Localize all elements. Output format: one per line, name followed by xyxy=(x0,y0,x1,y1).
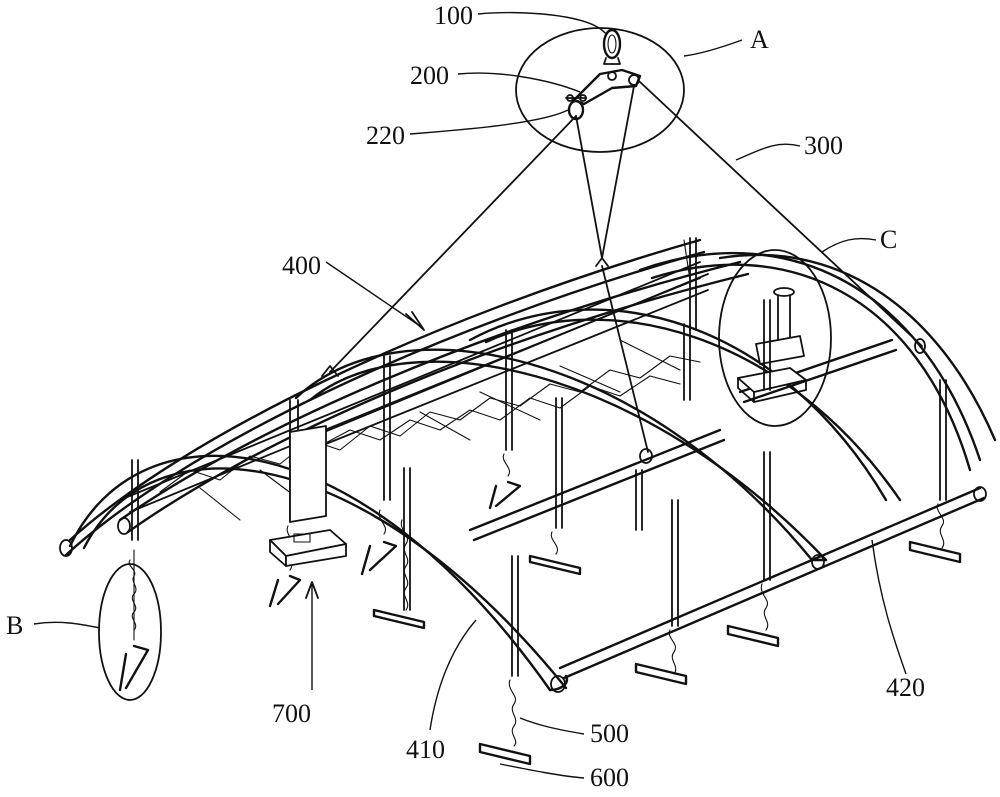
chain-hangers xyxy=(118,237,962,766)
label-220: 220 xyxy=(366,121,405,150)
label-700: 700 xyxy=(272,699,311,728)
label-600: 600 xyxy=(590,763,629,792)
label-500: 500 xyxy=(590,719,629,748)
label-400: 400 xyxy=(282,251,321,280)
lifting-lugs xyxy=(321,257,926,464)
detail-circle-c xyxy=(718,249,832,427)
label-410: 410 xyxy=(406,735,445,764)
label-420: 420 xyxy=(886,673,925,702)
label-100: 100 xyxy=(434,1,473,30)
lifting-ring xyxy=(602,28,622,65)
jack-assembly-c xyxy=(737,287,807,403)
label-a: A xyxy=(750,25,769,54)
jack-assembly-700 xyxy=(269,425,347,567)
lifting-plate xyxy=(572,68,642,106)
label-b: B xyxy=(6,611,23,640)
label-200: 200 xyxy=(410,61,449,90)
leader-lines xyxy=(33,11,907,779)
label-c: C xyxy=(880,225,897,254)
arch-frame xyxy=(59,238,997,693)
label-300: 300 xyxy=(804,131,843,160)
